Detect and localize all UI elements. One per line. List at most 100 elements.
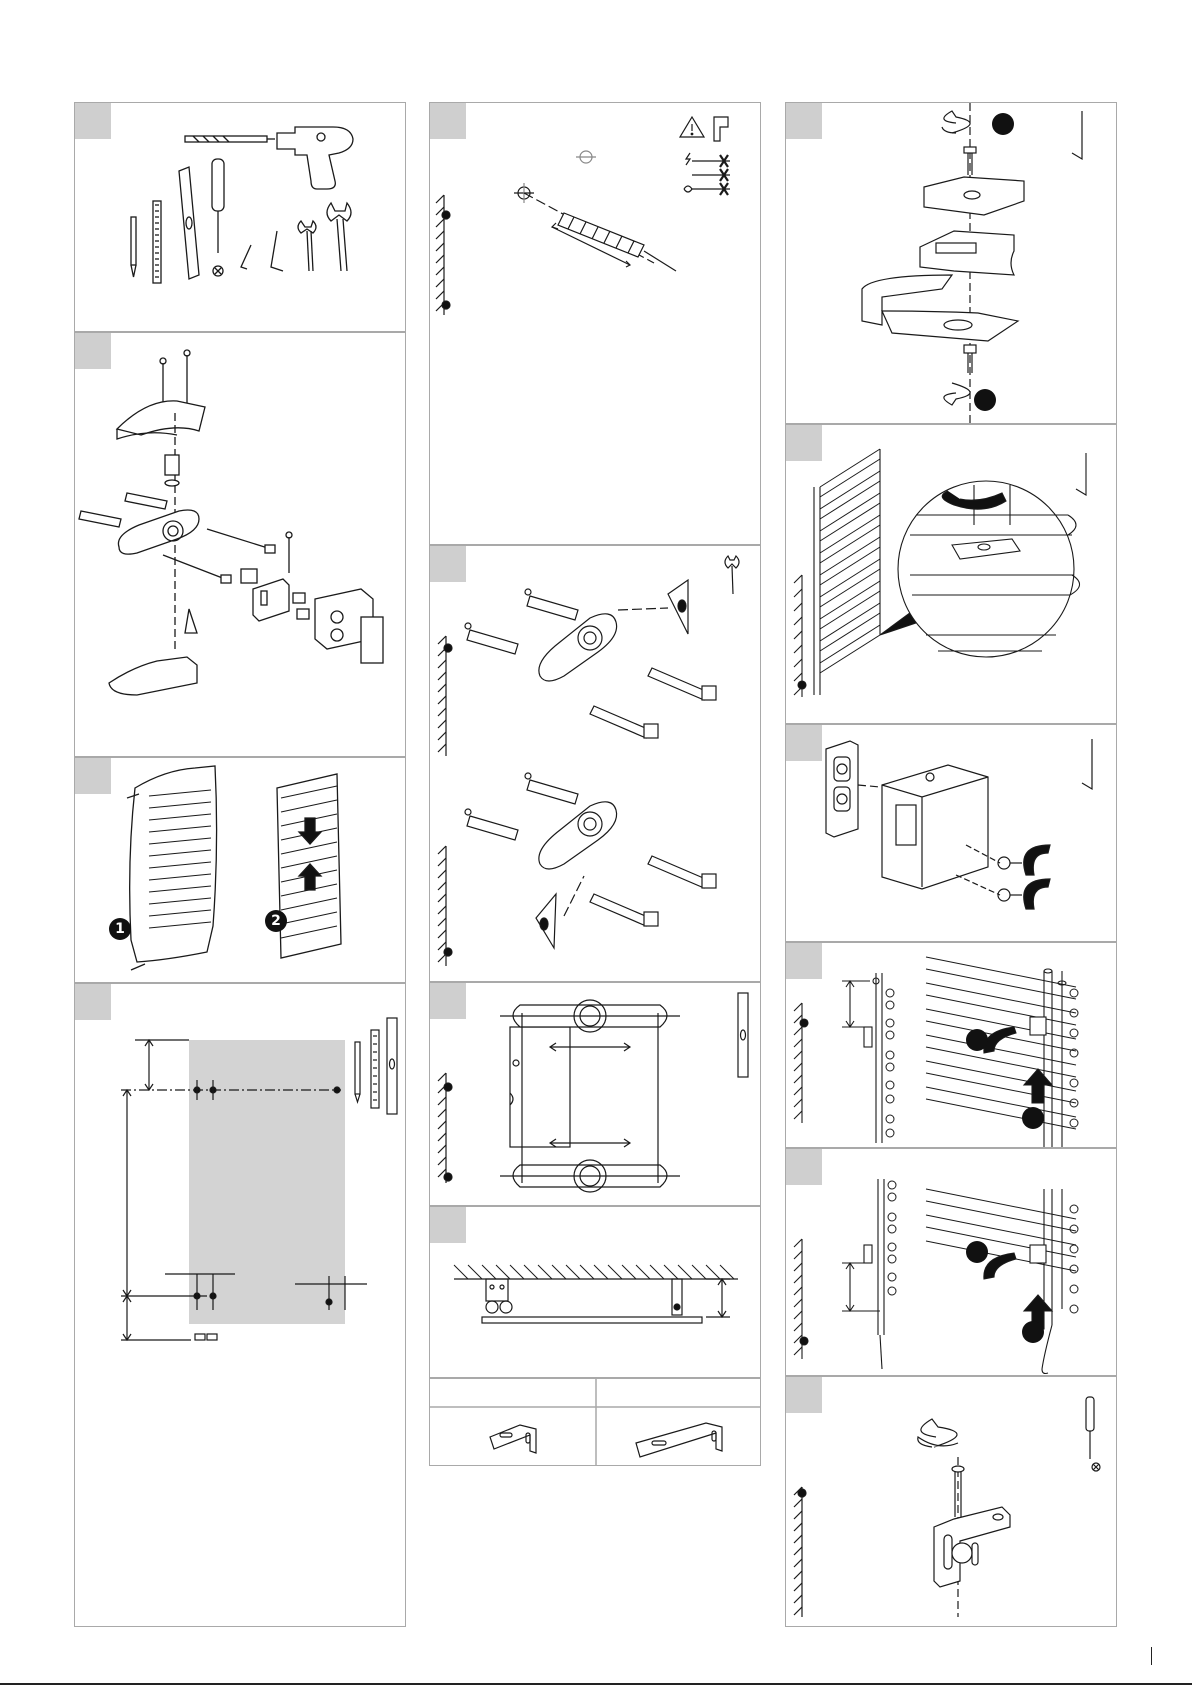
step-panel-measure: [74, 983, 406, 1627]
screw-icon: [165, 455, 179, 486]
wall-distance-illustration: [430, 1207, 761, 1378]
hook-radiator-illustration: [786, 425, 1117, 724]
spanner-small-icon: [298, 221, 316, 271]
drill-icon: [714, 117, 728, 141]
hang-bottom-illustration: [786, 1149, 1117, 1376]
screw-icon: [590, 856, 716, 926]
wall-icon: [438, 846, 452, 966]
bracket-base-icon: [118, 510, 199, 554]
drill-holes-illustration: [430, 103, 761, 545]
wall-icon: [794, 1003, 808, 1123]
drill-bit-icon: [558, 213, 676, 271]
eye-icon: [536, 894, 556, 948]
unpack-illustration: [75, 758, 406, 983]
tape-measure-icon: [153, 201, 161, 283]
hang-top-illustration: [786, 943, 1117, 1148]
allen-key-icon: [1082, 739, 1092, 789]
drill-icon: [277, 127, 353, 189]
step-marker-1: [992, 113, 1014, 135]
spanner-large-icon: [327, 203, 351, 271]
screw-icon: [998, 857, 1022, 901]
step-panel-unpack: 1 2: [74, 757, 406, 983]
step-panel-fit-caps: [785, 724, 1117, 942]
step-panel-drill-holes: [429, 102, 761, 545]
drill-bit-icon: [185, 136, 275, 142]
step-panel-clamp-assembly: [785, 102, 1117, 424]
cap-icon: [826, 741, 858, 837]
step-panel-wall-distance: [429, 1206, 761, 1378]
rotate-icon: [942, 111, 970, 133]
short-bracket-icon: [490, 1425, 536, 1453]
step-panel-hang-bottom: [785, 1148, 1117, 1376]
warning-icon: [680, 117, 704, 137]
bracket-exploded-illustration: [75, 333, 406, 757]
step-panel-hook-radiator: [785, 424, 1117, 724]
pencil-icon: [355, 1042, 360, 1102]
allen-key-small-icon: [241, 245, 251, 269]
radiator-wrapped-icon: [127, 766, 217, 970]
wall-icon: [436, 195, 450, 315]
tools-illustration: [75, 103, 406, 332]
step-marker-1: [966, 1029, 988, 1051]
radiator-icon: [814, 449, 880, 695]
arrow-up-icon: [1024, 1069, 1052, 1103]
wall-icon: [794, 1487, 806, 1617]
page-number-mark: [1151, 1647, 1153, 1665]
spirit-level-icon: [387, 1018, 397, 1114]
rotate-icon: [984, 1027, 1016, 1053]
wall-icon: [438, 636, 452, 756]
step-marker-1: 1: [109, 918, 131, 940]
bracket-icon: [934, 1507, 1010, 1587]
screw-icon: [590, 668, 716, 738]
screwdriver-icon: [1086, 1397, 1100, 1471]
measure-illustration: [75, 984, 406, 1627]
screwdriver-icon: [212, 159, 224, 276]
cover-icon: [117, 401, 205, 439]
radiator-icon: [926, 1189, 1078, 1374]
wall-icon: [438, 1073, 452, 1183]
no-gas-icon: [692, 169, 730, 181]
no-water-icon: [684, 183, 730, 195]
bracket-options-illustration: [430, 1379, 761, 1466]
radiator-icon: [926, 957, 1078, 1148]
wall-icon: [794, 575, 806, 697]
no-electric-icon: [686, 153, 730, 167]
long-bracket-icon: [636, 1423, 722, 1457]
step-marker-2: [974, 389, 996, 411]
step-marker-2: [1022, 1107, 1044, 1129]
wall-icon: [794, 1239, 808, 1359]
allen-key-icon: [1076, 453, 1086, 495]
step-panel-secure-screw: [785, 1376, 1117, 1627]
rotate-icon: [984, 1253, 1016, 1279]
rotate-icon: [944, 383, 970, 405]
radiator-unwrap-icon: [277, 774, 341, 958]
step-panel-fix-brackets: [429, 545, 761, 982]
fit-caps-illustration: [786, 725, 1117, 942]
step-panel-hang-top: [785, 942, 1117, 1148]
spanner-icon: [725, 556, 739, 594]
clamp-icon: [920, 231, 1014, 275]
arrow-double-icon: [550, 1139, 630, 1147]
secure-screw-illustration: [786, 1377, 1117, 1627]
bracket-base-icon: [539, 802, 617, 869]
clamp-icon: [924, 177, 1024, 215]
cover-icon: [109, 609, 197, 695]
level-brackets-illustration: [430, 983, 761, 1206]
bracket-icon: [862, 275, 1018, 341]
step-panel-tools: [74, 102, 406, 332]
wall-icon: [454, 1265, 738, 1279]
clamp-icon: [293, 593, 309, 619]
clamp-icon: [241, 569, 289, 621]
pencil-icon: [131, 217, 136, 277]
allen-key-large-icon: [271, 231, 283, 271]
rotate-icon: [1024, 845, 1050, 909]
radiator-topview-icon: [482, 1279, 730, 1323]
bracket-base-icon: [539, 614, 617, 681]
rotate-icon: [918, 1419, 958, 1447]
step-marker-2: [1022, 1321, 1044, 1343]
allen-key-icon: [1072, 111, 1082, 159]
eye-icon: [668, 580, 688, 634]
spirit-level-icon: [738, 993, 748, 1077]
step-panel-bracket-options: [429, 1378, 761, 1466]
tape-measure-icon: [371, 1030, 379, 1108]
